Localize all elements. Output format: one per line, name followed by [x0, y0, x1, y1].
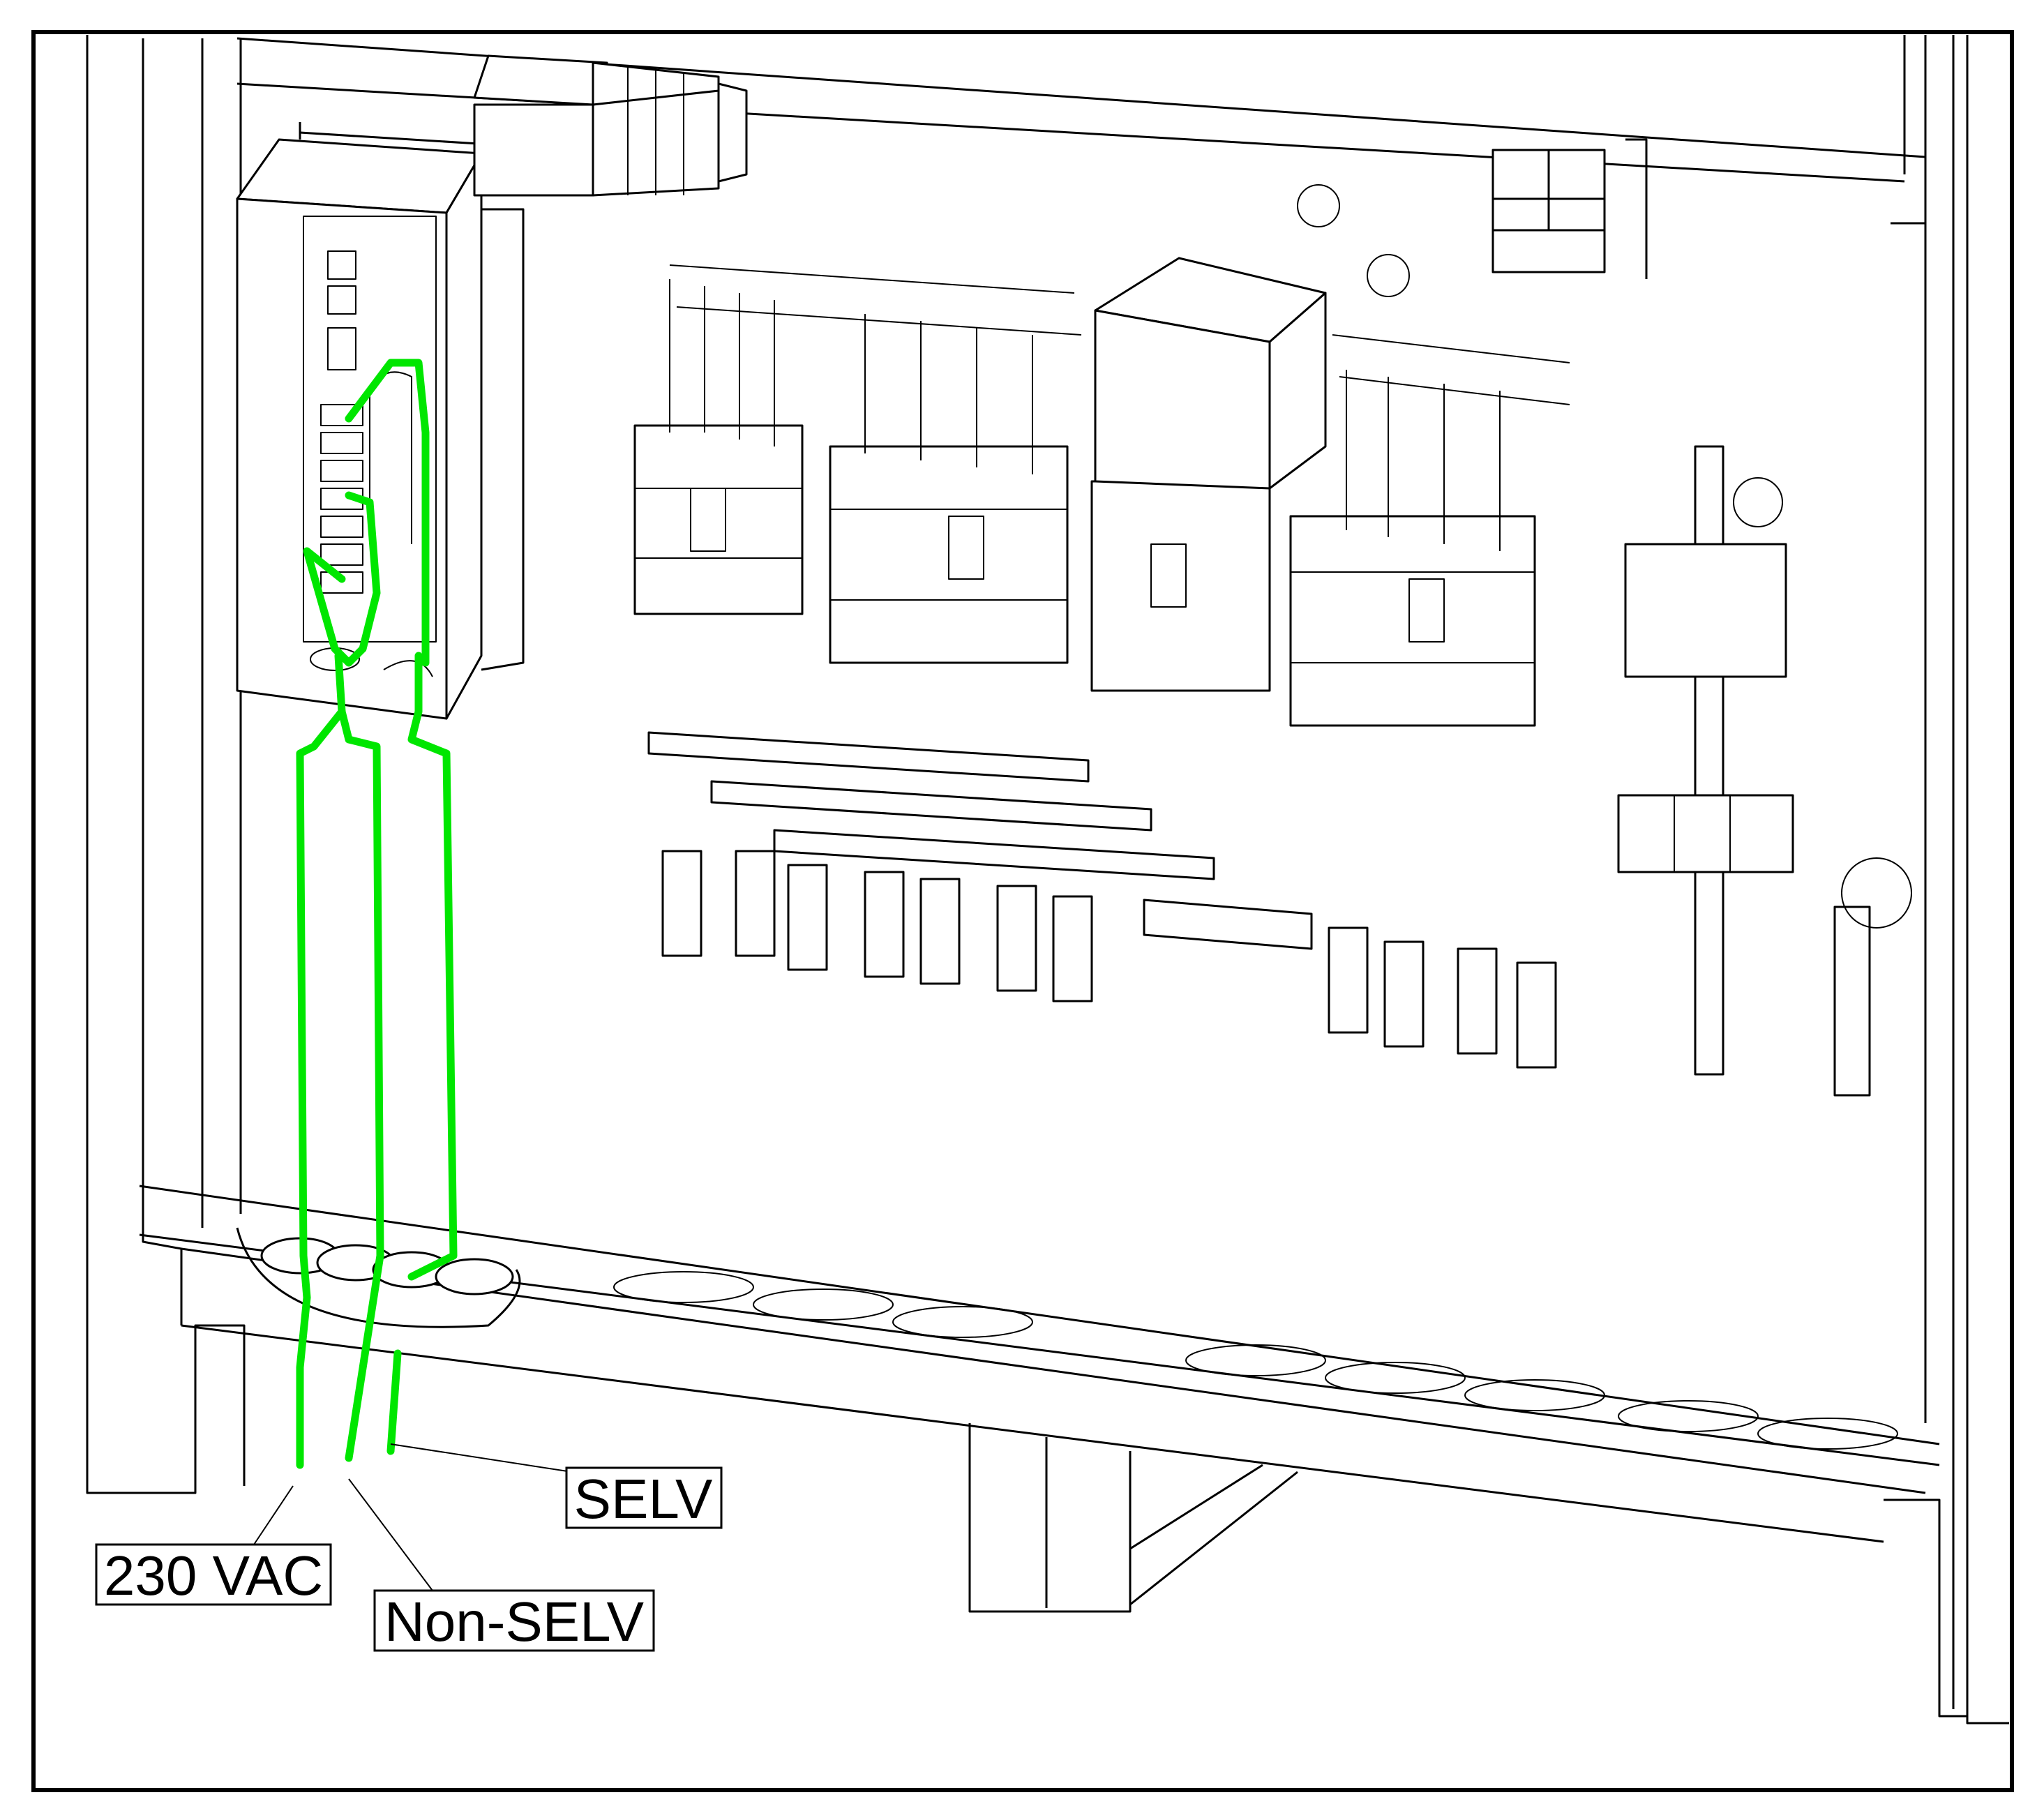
- vent-grilles: [613, 1271, 1898, 1450]
- cable-230vac: [296, 491, 381, 1469]
- cable-gland-plate: [236, 1227, 521, 1328]
- busbars: [647, 731, 1557, 1069]
- diagram-border: [31, 30, 2014, 1792]
- top-terminal-block: [473, 54, 748, 197]
- label-non-selv-text: Non-SELV: [384, 1591, 645, 1653]
- label-non-selv: Non-SELV: [373, 1589, 655, 1653]
- cable-routes: [296, 359, 458, 1469]
- cable-selv: [386, 652, 458, 1455]
- label-selv: SELV: [565, 1466, 723, 1530]
- label-230vac-text: 230 VAC: [104, 1545, 323, 1607]
- relay-block-top-right: [1297, 138, 1648, 297]
- label-selv-text: SELV: [574, 1468, 713, 1530]
- breaker-top-lugs: [669, 264, 1570, 551]
- label-leaders: [250, 1443, 573, 1591]
- controller-housing: [236, 122, 525, 720]
- current-transformer-assembly: [1617, 445, 1912, 1097]
- circuit-breakers: [633, 257, 1536, 727]
- cable-non-selv: [338, 359, 430, 1462]
- label-230vac: 230 VAC: [95, 1543, 332, 1607]
